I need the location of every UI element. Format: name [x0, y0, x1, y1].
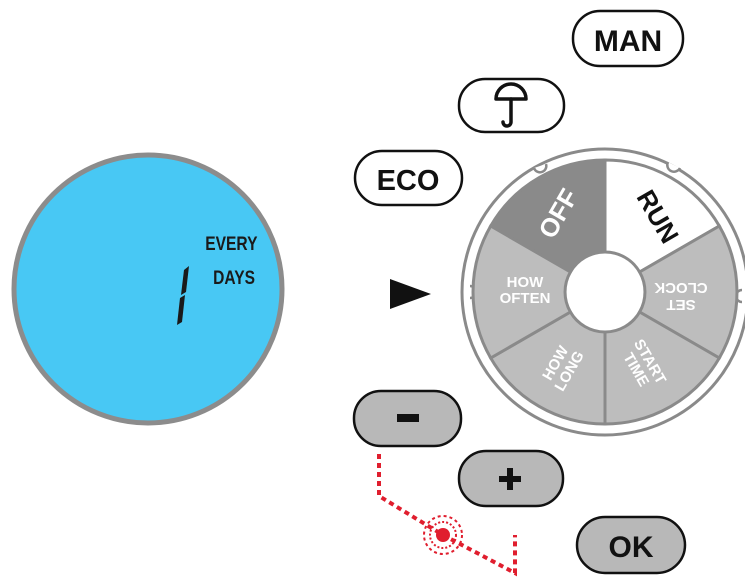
eco-button-label: ECO	[377, 165, 440, 197]
lcd-every-label: EVERY	[205, 233, 258, 255]
dial-segment-off[interactable]	[488, 158, 607, 275]
play-arrow-icon	[390, 279, 431, 309]
man-button[interactable]: MAN	[571, 9, 685, 68]
plus-button-label: +	[0, 0, 1, 1]
lcd-screen	[11, 152, 285, 426]
dial-segment-start-time[interactable]	[603, 309, 722, 426]
minus-button[interactable]: -	[0, 0, 463, 448]
umbrella-icon	[494, 82, 528, 128]
dial-segment-run[interactable]	[603, 158, 722, 275]
minus-icon	[397, 414, 419, 422]
dial-label-how-often-2: OFTEN	[500, 290, 551, 307]
dial-label-set-clock-1: SET	[666, 296, 695, 313]
plus-button[interactable]: +	[0, 0, 565, 508]
lcd-display: EVERY DAYS	[11, 152, 285, 426]
ok-button[interactable]: OK	[575, 515, 687, 575]
lcd-days-label: DAYS	[213, 267, 255, 289]
lcd-digit	[177, 266, 189, 325]
dial-label-set-clock-2: CLOCK	[654, 279, 707, 296]
tap-target-icon	[423, 515, 463, 555]
eco-button[interactable]: ECO	[353, 149, 464, 207]
man-button-label: MAN	[594, 25, 662, 58]
mode-dial[interactable]: OFF RUN SET CLOCK START TIME HOW LONG HO…	[460, 147, 745, 437]
dial-segment-how-often[interactable]	[471, 223, 573, 361]
tap-hint	[377, 454, 517, 577]
plus-icon	[499, 468, 521, 490]
dial-segment-how-long[interactable]	[488, 309, 607, 426]
dial-label-how-often-1: HOW	[507, 274, 545, 291]
rain-delay-button[interactable]	[457, 77, 566, 134]
minus-button-label: -	[0, 0, 1, 1]
ok-button-label: OK	[609, 531, 654, 564]
